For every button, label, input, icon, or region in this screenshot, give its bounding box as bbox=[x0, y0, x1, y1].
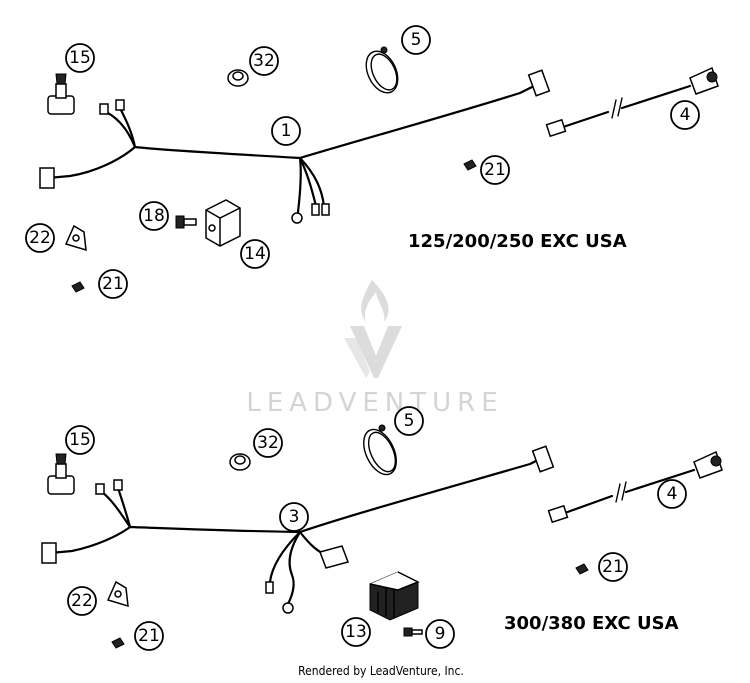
svg-text:13: 13 bbox=[345, 622, 367, 642]
kill-switch bbox=[47, 453, 75, 495]
svg-text:22: 22 bbox=[71, 591, 93, 611]
terminal bbox=[95, 483, 105, 495]
callout-15: 15 bbox=[65, 425, 95, 455]
mounting-bracket bbox=[64, 224, 87, 252]
adapter-cable bbox=[545, 66, 719, 138]
callout-22: 22 bbox=[25, 223, 55, 253]
wiring-harness-1 bbox=[46, 82, 540, 180]
harness-branch bbox=[286, 530, 302, 606]
svg-text:14: 14 bbox=[244, 244, 266, 264]
multi-pin-connector bbox=[319, 545, 349, 569]
svg-text:18: 18 bbox=[143, 206, 165, 226]
cable-tie bbox=[365, 46, 399, 94]
harness-plug bbox=[39, 167, 55, 189]
callout-21: 21 bbox=[98, 269, 128, 299]
screw bbox=[403, 627, 423, 637]
callout-5: 5 bbox=[401, 25, 431, 55]
callout-21: 21 bbox=[480, 155, 510, 185]
watermark: LEADVENTURE bbox=[246, 280, 503, 418]
clip-nut bbox=[463, 159, 477, 171]
watermark-text: LEADVENTURE bbox=[246, 388, 503, 418]
callout-32: 32 bbox=[249, 46, 279, 76]
bottom-assembly: 300/380 EXC USA bbox=[41, 424, 723, 649]
cable-tie bbox=[363, 424, 397, 476]
svg-text:21: 21 bbox=[138, 626, 160, 646]
svg-text:4: 4 bbox=[667, 484, 678, 504]
svg-text:15: 15 bbox=[69, 48, 91, 68]
bolt bbox=[175, 215, 197, 229]
harness-plug bbox=[41, 542, 57, 564]
callout-13: 13 bbox=[341, 617, 371, 647]
ring-terminal bbox=[291, 212, 303, 224]
svg-text:15: 15 bbox=[69, 430, 91, 450]
svg-text:4: 4 bbox=[680, 105, 691, 125]
relay-box bbox=[205, 199, 241, 247]
render-credit: Rendered by LeadVenture, Inc. bbox=[298, 664, 464, 678]
svg-text:3: 3 bbox=[289, 507, 300, 527]
terminal bbox=[321, 203, 330, 216]
callout-21: 21 bbox=[598, 552, 628, 582]
callout-3: 3 bbox=[279, 502, 309, 532]
kill-switch bbox=[47, 73, 75, 115]
svg-text:32: 32 bbox=[253, 51, 275, 71]
harness-branch bbox=[268, 530, 302, 584]
harness-branch bbox=[118, 106, 137, 149]
terminal bbox=[311, 203, 320, 216]
wiring-harness-3 bbox=[48, 456, 544, 555]
top-assembly: 125/200/250 EXC USA bbox=[39, 46, 719, 293]
adapter-cable bbox=[547, 450, 723, 524]
callout-32: 32 bbox=[253, 428, 283, 458]
callout-5: 5 bbox=[394, 406, 424, 436]
callout-1: 1 bbox=[271, 116, 301, 146]
cable-clip bbox=[227, 69, 249, 87]
callout-21: 21 bbox=[134, 621, 164, 651]
harness-branch bbox=[296, 156, 302, 214]
terminal bbox=[99, 103, 109, 115]
svg-text:32: 32 bbox=[257, 433, 279, 453]
callout-9: 9 bbox=[425, 619, 455, 649]
svg-text:9: 9 bbox=[435, 624, 446, 644]
clip-nut bbox=[575, 563, 589, 575]
svg-text:1: 1 bbox=[281, 121, 292, 141]
svg-text:21: 21 bbox=[602, 557, 624, 577]
svg-text:5: 5 bbox=[404, 411, 415, 431]
harness-branch bbox=[298, 156, 326, 208]
voltage-regulator bbox=[369, 571, 420, 621]
harness-connector bbox=[531, 445, 555, 473]
svg-text:21: 21 bbox=[484, 160, 506, 180]
leadventure-logo-icon bbox=[344, 280, 402, 378]
svg-text:5: 5 bbox=[411, 30, 422, 50]
harness-branch bbox=[116, 486, 132, 529]
callout-4: 4 bbox=[670, 100, 700, 130]
callout-15: 15 bbox=[65, 43, 95, 73]
callout-18: 18 bbox=[139, 201, 169, 231]
callout-22: 22 bbox=[67, 586, 97, 616]
clip-nut bbox=[111, 637, 125, 649]
cable-clip bbox=[229, 453, 251, 471]
terminal bbox=[115, 99, 125, 111]
terminal bbox=[265, 581, 274, 594]
harness-connector bbox=[527, 69, 551, 97]
terminal bbox=[113, 479, 123, 491]
harness-branch bbox=[298, 156, 318, 208]
ring-terminal bbox=[282, 602, 294, 614]
callout-4: 4 bbox=[657, 479, 687, 509]
model-label-125-200-250: 125/200/250 EXC USA bbox=[408, 231, 627, 252]
callout-14: 14 bbox=[240, 239, 270, 269]
clip-nut bbox=[71, 281, 85, 293]
svg-text:22: 22 bbox=[29, 228, 51, 248]
model-label-300-380: 300/380 EXC USA bbox=[504, 613, 679, 634]
mounting-bracket bbox=[106, 580, 129, 608]
svg-text:21: 21 bbox=[102, 274, 124, 294]
